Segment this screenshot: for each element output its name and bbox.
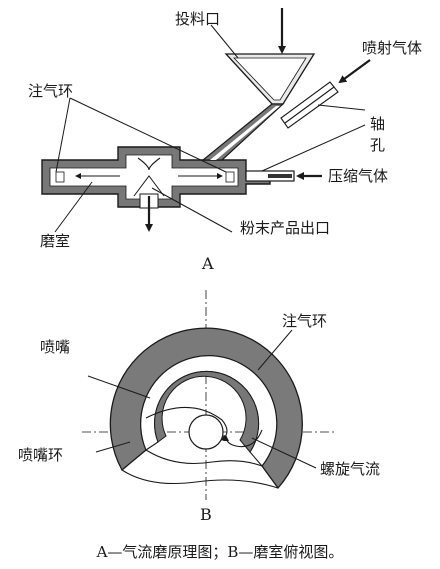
label-axial-hole-1: 轴 bbox=[370, 115, 385, 133]
chamber-top-view: 喷嘴 注气环 喷嘴环 螺旋气流 B bbox=[18, 290, 380, 524]
hopper-inner bbox=[233, 57, 307, 101]
feed-pipe-bore bbox=[210, 106, 280, 160]
gas-ring-inner-band bbox=[154, 370, 260, 453]
label-gas-ring-a: 注气环 bbox=[28, 82, 73, 100]
compressed-gas-tube-core bbox=[268, 174, 292, 178]
spiral-inner-edge bbox=[145, 449, 263, 467]
label-feed-inlet: 投料口 bbox=[175, 10, 220, 28]
jet-mill-schematic: 投料口 喷射气体 注气环 轴 孔 压缩气体 磨室 粉末产品出口 A bbox=[28, 8, 422, 273]
center-outlet bbox=[188, 414, 224, 450]
spiral-lower-edge bbox=[121, 469, 279, 489]
panel-label-b: B bbox=[200, 505, 212, 524]
label-jet-gas: 喷射气体 bbox=[362, 39, 422, 57]
label-gas-ring-b: 注气环 bbox=[282, 312, 327, 330]
label-powder-outlet: 粉末产品出口 bbox=[240, 219, 330, 237]
gas-ring-left-slot bbox=[55, 171, 65, 183]
figure-caption: A—气流磨原理图；B—磨室俯视图。 bbox=[96, 543, 344, 561]
label-nozzle: 喷嘴 bbox=[40, 338, 70, 356]
label-compressed-gas: 压缩气体 bbox=[328, 167, 388, 185]
center-deflector bbox=[137, 157, 161, 171]
label-axial-hole-2: 孔 bbox=[370, 136, 385, 154]
label-spiral-flow: 螺旋气流 bbox=[320, 460, 380, 478]
panel-label-a: A bbox=[201, 254, 214, 273]
label-chamber: 磨室 bbox=[40, 232, 70, 250]
gas-ring-right-slot bbox=[225, 171, 235, 183]
chamber-cavity bbox=[49, 154, 239, 200]
label-nozzle-ring: 喷嘴环 bbox=[18, 446, 63, 464]
